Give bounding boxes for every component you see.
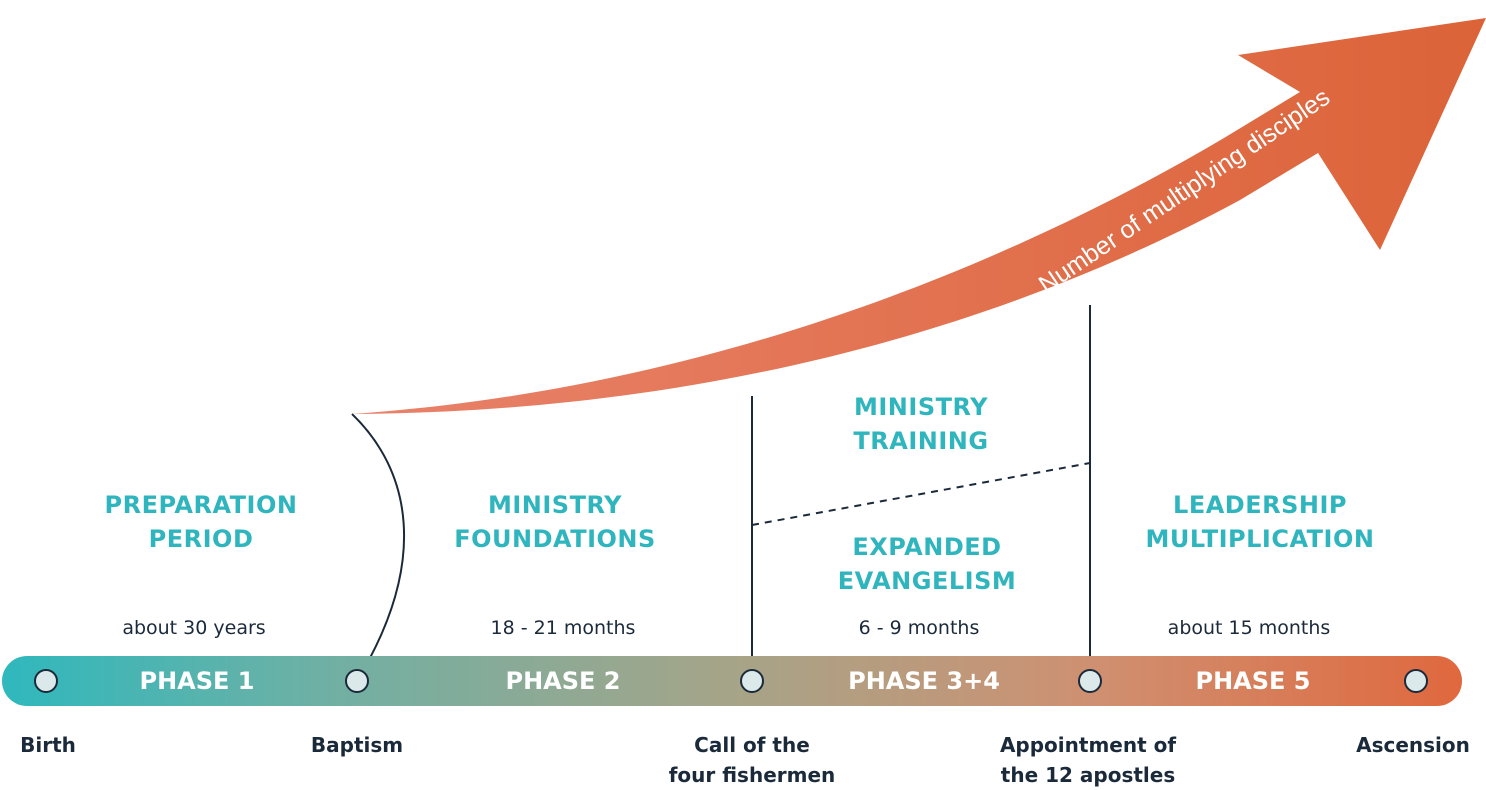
baptism-connector — [351, 413, 406, 682]
milestone-label: the 12 apostles — [1000, 763, 1176, 787]
period-title-line: MULTIPLICATION — [1145, 525, 1375, 553]
milestone-ascension: Ascension — [1356, 730, 1470, 760]
period-title-line: PREPARATION — [104, 491, 298, 519]
duration-phase-5: about 15 months — [1167, 617, 1331, 639]
milestone-dot-birth — [34, 669, 58, 693]
period-title-line: LEADERSHIP — [1173, 491, 1347, 519]
milestone-dot-baptism — [345, 669, 369, 693]
period-title-line: TRAINING — [853, 427, 989, 455]
milestone-dot-appointment — [1078, 669, 1102, 693]
growth-arrow — [352, 18, 1486, 414]
phase-label-1: PHASE 1 — [139, 667, 255, 695]
period-title-line: PERIOD — [148, 525, 254, 553]
milestone-label: Birth — [20, 733, 76, 757]
period-title-line: MINISTRY — [487, 491, 623, 519]
milestone-label: Call of the — [694, 733, 810, 757]
phase-label-2: PHASE 2 — [505, 667, 621, 695]
period-title-line: EXPANDED — [852, 533, 1002, 561]
milestone-dot-ascension — [1404, 669, 1428, 693]
milestone-baptism: Baptism — [311, 730, 403, 760]
phase-label-5: PHASE 5 — [1195, 667, 1311, 695]
phase-divider-dashed — [751, 462, 1091, 526]
milestone-label: Appointment of — [999, 733, 1177, 757]
milestone-label: Ascension — [1356, 733, 1470, 757]
period-title-leadership-multiplication: LEADERSHIP MULTIPLICATION — [1146, 488, 1375, 556]
timeline-bar — [2, 656, 1462, 706]
milestone-label: Baptism — [310, 733, 404, 757]
period-title-ministry-foundations: MINISTRY FOUNDATIONS — [454, 488, 656, 556]
milestone-label: four fishermen — [668, 763, 836, 787]
milestone-dot-call — [740, 669, 764, 693]
period-title-expanded-evangelism: EXPANDED EVANGELISM — [838, 530, 1016, 598]
period-title-line: MINISTRY — [853, 393, 989, 421]
milestone-birth: Birth — [20, 730, 76, 760]
duration-phase-2: 18 - 21 months — [490, 617, 636, 639]
milestone-appointment: Appointment of the 12 apostles — [1000, 730, 1176, 790]
milestone-call: Call of the four fishermen — [669, 730, 836, 790]
period-title-ministry-training: MINISTRY TRAINING — [853, 390, 988, 458]
duration-phase-3-4: 6 - 9 months — [858, 617, 980, 639]
duration-phase-1: about 30 years — [122, 617, 266, 639]
period-title-preparation: PREPARATION PERIOD — [105, 488, 298, 556]
period-title-line: FOUNDATIONS — [454, 525, 656, 553]
phase-label-3-4: PHASE 3+4 — [848, 667, 1000, 695]
arrow-label: Number of multiplying disciples — [1034, 83, 1335, 299]
period-title-line: EVANGELISM — [837, 567, 1017, 595]
